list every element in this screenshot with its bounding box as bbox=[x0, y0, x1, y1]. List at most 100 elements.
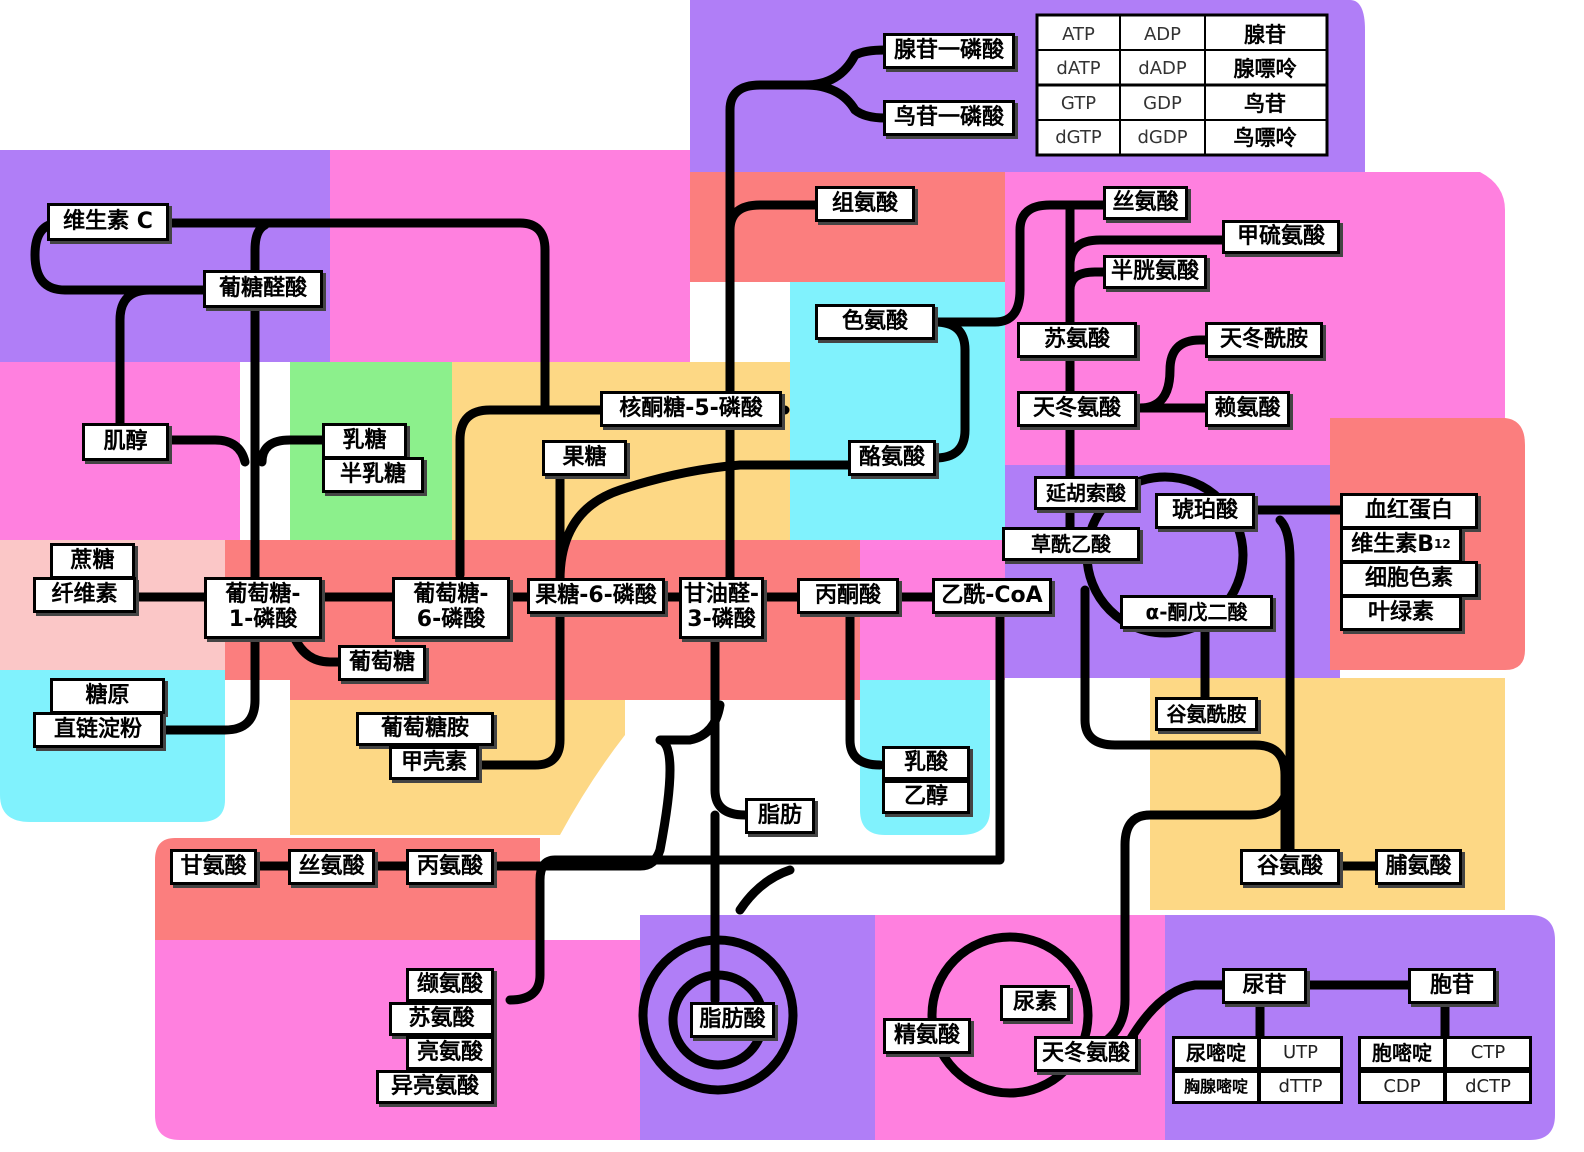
node-fatty-acid[interactable]: 脂肪酸 bbox=[690, 1002, 775, 1038]
region-cyan-aromatic bbox=[790, 282, 1005, 540]
node-urea[interactable]: 尿素 bbox=[1000, 985, 1070, 1021]
node-galactose[interactable]: 半乳糖 bbox=[322, 457, 424, 493]
node-glucose[interactable]: 葡萄糖 bbox=[338, 645, 426, 681]
node-cytidine[interactable]: 胞苷 bbox=[1408, 968, 1496, 1004]
node-cellulose[interactable]: 纤维素 bbox=[33, 577, 136, 613]
node-lactose[interactable]: 乳糖 bbox=[322, 423, 407, 459]
g3p-line1: 甘油醛- bbox=[683, 582, 760, 608]
node-glucose-6-phosphate[interactable]: 葡萄糖- 6-磷酸 bbox=[392, 577, 510, 639]
node-fructose[interactable]: 果糖 bbox=[542, 440, 627, 476]
line-pentose-g6p bbox=[455, 405, 610, 580]
line-trp-serine bbox=[930, 200, 1110, 327]
node-succinate[interactable]: 琥珀酸 bbox=[1155, 493, 1255, 529]
node-ribulose-5-phosphate[interactable]: 核酮糖-5-磷酸 bbox=[600, 391, 782, 427]
node-serine-bottom[interactable]: 丝氨酸 bbox=[288, 849, 375, 885]
node-tryptophan[interactable]: 色氨酸 bbox=[815, 304, 935, 340]
node-dctp[interactable]: dCTP bbox=[1444, 1070, 1532, 1104]
node-glucose-1-phosphate[interactable]: 葡萄糖- 1-磷酸 bbox=[204, 577, 322, 639]
node-dttp[interactable]: dTTP bbox=[1258, 1070, 1343, 1104]
node-alpha-ketoglutarate[interactable]: α-酮戊二酸 bbox=[1120, 595, 1273, 629]
node-cdp[interactable]: CDP bbox=[1358, 1070, 1446, 1104]
line-vitaminc-right bbox=[165, 218, 550, 415]
node-cysteine[interactable]: 半胱氨酸 bbox=[1103, 255, 1207, 289]
node-ethanol[interactable]: 乙醇 bbox=[882, 780, 970, 814]
node-arginine[interactable]: 精氨酸 bbox=[883, 1018, 971, 1054]
node-histidine[interactable]: 组氨酸 bbox=[815, 186, 915, 222]
glucose-1p-line2: 1-磷酸 bbox=[228, 607, 298, 632]
nucleotide-cell-atp: ATP bbox=[1062, 23, 1095, 45]
nucleotide-cell-dgdp: dGDP bbox=[1137, 126, 1188, 148]
node-aspartate-bottom[interactable]: 天冬氨酸 bbox=[1034, 1036, 1138, 1072]
node-uridine[interactable]: 尿苷 bbox=[1222, 968, 1307, 1004]
line-gmp bbox=[800, 80, 890, 123]
node-isoleucine[interactable]: 异亮氨酸 bbox=[376, 1070, 494, 1104]
nucleotide-cell-adenine: 腺嘌呤 bbox=[1233, 57, 1297, 81]
node-sucrose[interactable]: 蔗糖 bbox=[50, 543, 135, 579]
node-pyruvate[interactable]: 丙酮酸 bbox=[797, 578, 899, 614]
node-vitamin-c[interactable]: 维生素 C bbox=[47, 203, 169, 241]
node-oxaloacetate[interactable]: 草酰乙酸 bbox=[1002, 527, 1140, 561]
node-serine-top[interactable]: 丝氨酸 bbox=[1103, 186, 1188, 220]
region-pink-bcaa bbox=[155, 940, 640, 1140]
node-aspartate-top[interactable]: 天冬氨酸 bbox=[1017, 391, 1137, 427]
line-methionine bbox=[1065, 235, 1230, 270]
node-fumarate[interactable]: 延胡索酸 bbox=[1034, 476, 1138, 510]
node-alanine[interactable]: 丙氨酸 bbox=[406, 849, 494, 885]
node-lactate[interactable]: 乳酸 bbox=[882, 746, 970, 780]
node-proline[interactable]: 脯氨酸 bbox=[1375, 849, 1462, 885]
node-leucine[interactable]: 亮氨酸 bbox=[406, 1036, 494, 1070]
g3p-line2: 3-磷酸 bbox=[687, 607, 756, 632]
node-g3p[interactable]: 甘油醛- 3-磷酸 bbox=[679, 577, 764, 639]
node-asparagine[interactable]: 天冬酰胺 bbox=[1205, 322, 1323, 358]
node-chitin[interactable]: 甲壳素 bbox=[389, 746, 479, 780]
line-chitin bbox=[475, 460, 855, 770]
line-pyruvate-lactate bbox=[845, 600, 885, 770]
nucleotide-cell-adenosine: 腺苷 bbox=[1244, 23, 1286, 47]
line-glucuronate-glucose1p bbox=[250, 220, 270, 605]
glucose-6p-line2: 6-磷酸 bbox=[416, 607, 486, 632]
node-cytosine[interactable]: 胞嘧啶 bbox=[1358, 1036, 1446, 1070]
node-ctp[interactable]: CTP bbox=[1444, 1036, 1532, 1070]
line-g3p-up bbox=[725, 45, 890, 590]
line-lactose bbox=[257, 435, 330, 467]
node-amp[interactable]: 腺苷一磷酸 bbox=[883, 33, 1015, 69]
node-chlorophyll[interactable]: 叶绿素 bbox=[1340, 595, 1462, 631]
node-fructose-6-phosphate[interactable]: 果糖-6-磷酸 bbox=[527, 578, 665, 614]
line-g3p-fat bbox=[710, 635, 750, 820]
nucleotide-cell-gdp: GDP bbox=[1143, 92, 1182, 114]
line-glutamate-urea bbox=[1095, 765, 1295, 1050]
node-fat[interactable]: 脂肪 bbox=[745, 798, 815, 834]
node-cytochrome[interactable]: 细胞色素 bbox=[1340, 561, 1478, 597]
node-glutamate[interactable]: 谷氨酸 bbox=[1240, 849, 1340, 885]
nucleotide-cell-guanine: 鸟嘌呤 bbox=[1233, 126, 1297, 150]
line-aspartate-pyrimidine bbox=[1125, 980, 1230, 1045]
nucleotide-cell-datp: dATP bbox=[1056, 57, 1101, 79]
node-methionine[interactable]: 甲硫氨酸 bbox=[1222, 220, 1340, 254]
node-glucosamine[interactable]: 葡萄糖胺 bbox=[356, 712, 494, 746]
nucleotide-cell-adp: ADP bbox=[1143, 23, 1182, 45]
node-threonine-bottom[interactable]: 苏氨酸 bbox=[389, 1002, 494, 1036]
glucose-1p-line1: 葡萄糖- bbox=[225, 582, 301, 608]
line-glycogen bbox=[160, 635, 260, 735]
node-gmp[interactable]: 鸟苷一磷酸 bbox=[883, 100, 1015, 136]
node-glycine[interactable]: 甘氨酸 bbox=[170, 849, 257, 885]
node-tyrosine[interactable]: 酪氨酸 bbox=[848, 440, 936, 476]
node-uracil[interactable]: 尿嘧啶 bbox=[1172, 1036, 1260, 1070]
node-hemoglobin[interactable]: 血红蛋白 bbox=[1340, 493, 1478, 529]
region-purple-pyrimidine bbox=[1165, 915, 1555, 1140]
node-acetyl-coa[interactable]: 乙酰-CoA bbox=[932, 578, 1052, 614]
node-inositol[interactable]: 肌醇 bbox=[82, 423, 169, 461]
node-thymine[interactable]: 胸腺嘧啶 bbox=[1172, 1070, 1260, 1104]
node-valine[interactable]: 缬氨酸 bbox=[406, 968, 494, 1002]
node-glutamine[interactable]: 谷氨酰胺 bbox=[1155, 697, 1258, 731]
node-glycogen[interactable]: 糖原 bbox=[50, 678, 165, 714]
urea-cycle bbox=[927, 932, 1093, 1098]
node-glucuronic-acid[interactable]: 葡糖醛酸 bbox=[203, 270, 323, 308]
node-amylose[interactable]: 直链淀粉 bbox=[33, 712, 163, 748]
node-utp[interactable]: UTP bbox=[1258, 1036, 1343, 1070]
node-lysine[interactable]: 赖氨酸 bbox=[1205, 391, 1290, 427]
line-cysteine bbox=[1065, 267, 1110, 295]
line-tca-glutamate bbox=[1080, 585, 1290, 855]
node-threonine-top[interactable]: 苏氨酸 bbox=[1017, 322, 1137, 358]
